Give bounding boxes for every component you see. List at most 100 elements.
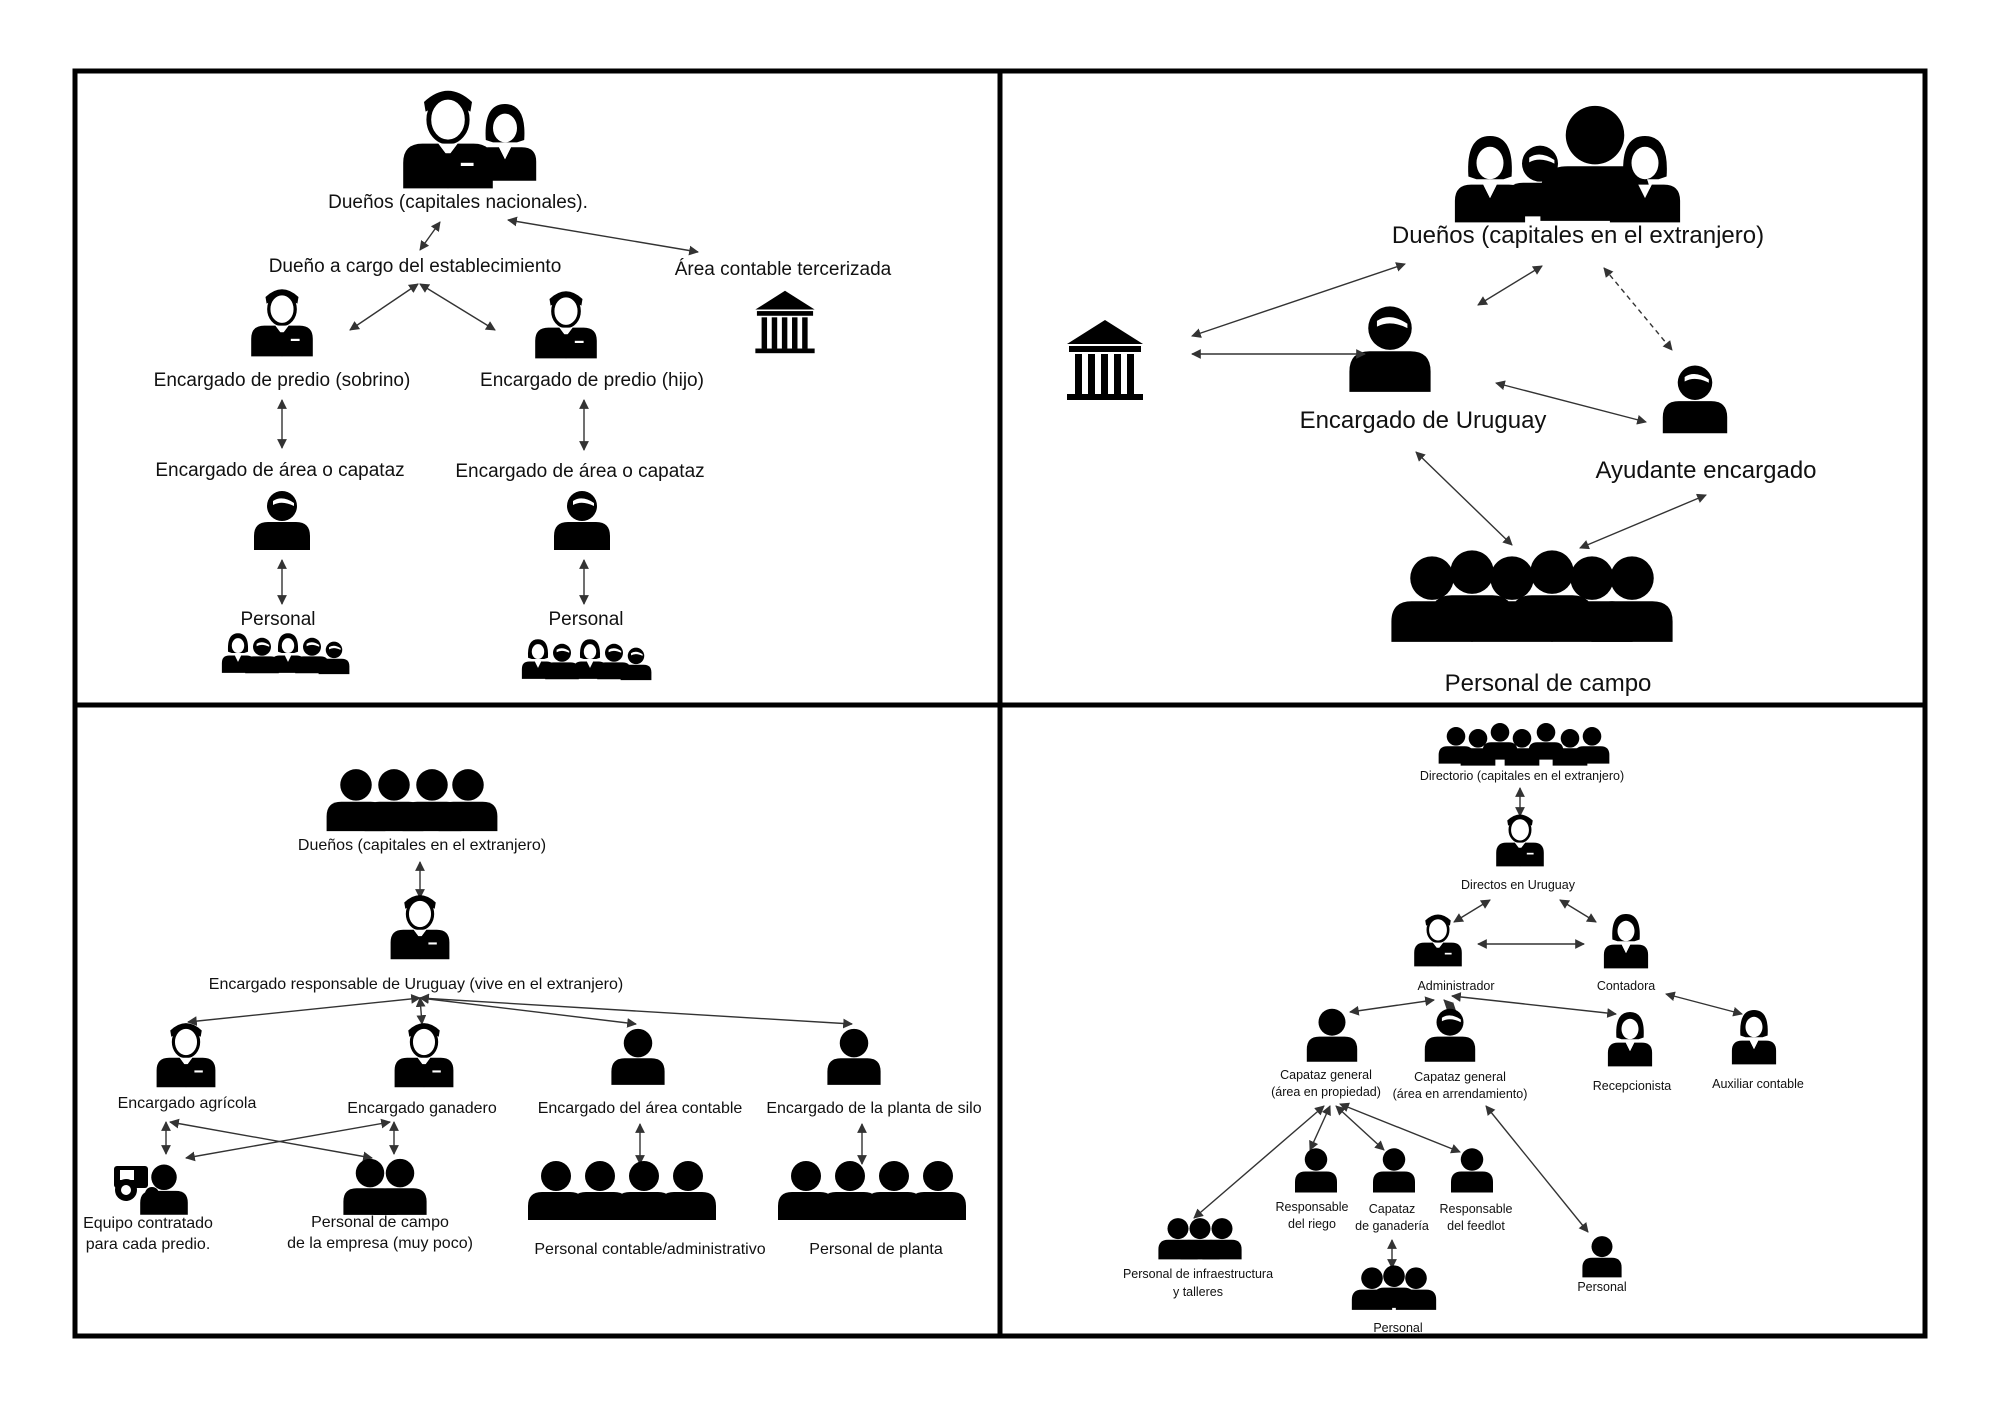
br-directors-icon bbox=[1494, 813, 1546, 868]
bl-accounting-mgr-label: Encargado del área contable bbox=[538, 1100, 743, 1117]
tr-field-staff-icon bbox=[1391, 550, 1673, 642]
br-arrow-directors-accountant bbox=[1559, 899, 1597, 923]
tl-foreman-right-icon bbox=[554, 491, 610, 550]
tl-arrow-owners-accounting bbox=[507, 216, 699, 256]
tr-arrow-manager-owners bbox=[1477, 265, 1543, 306]
tl-owner-in-charge-label: Dueño a cargo del establecimiento bbox=[269, 256, 562, 277]
bl-accounting-staff-icon bbox=[528, 1161, 716, 1220]
br-irrigation-2: del riego bbox=[1288, 1217, 1336, 1231]
bl-arrow-livestock-contracted bbox=[185, 1118, 391, 1162]
br-staff-right-label: Personal bbox=[1577, 1280, 1626, 1294]
bl-field-line2: de la empresa (muy poco) bbox=[287, 1235, 473, 1252]
bl-field-staff-icon bbox=[343, 1158, 427, 1215]
br-infra-1: Personal de infraestructura bbox=[1123, 1267, 1273, 1281]
bl-plant-staff-label: Personal de planta bbox=[809, 1241, 943, 1258]
tr-owners-label: Dueños (capitales en el extranjero) bbox=[1392, 222, 1764, 249]
tl-staff-right-icon bbox=[521, 639, 652, 681]
bl-owners-icon bbox=[326, 769, 498, 832]
br-infra-staff-icon bbox=[1158, 1218, 1242, 1260]
bl-agri-icon bbox=[155, 1021, 217, 1089]
br-livestock-1: Capataz bbox=[1369, 1202, 1416, 1216]
tl-staff-left-icon bbox=[221, 633, 350, 675]
bl-manager-label: Encargado responsable de Uruguay (vive e… bbox=[209, 976, 623, 993]
bl-contracted-line2: para cada predio. bbox=[86, 1236, 211, 1253]
tractor-icon bbox=[114, 1164, 188, 1215]
br-infra-2: y talleres bbox=[1173, 1285, 1223, 1299]
tr-arrow-manager-assistant bbox=[1495, 380, 1647, 425]
tr-arrow-bank-owners bbox=[1191, 262, 1406, 338]
tl-arrow-incharge-son bbox=[419, 283, 496, 331]
br-irrigation-1: Responsable bbox=[1276, 1200, 1349, 1214]
tr-field-staff-label: Personal de campo bbox=[1445, 670, 1652, 697]
bl-arrow-manager-silo bbox=[419, 993, 853, 1029]
tl-accounting-label: Área contable tercerizada bbox=[675, 259, 892, 280]
br-livestock-2: de ganadería bbox=[1355, 1219, 1429, 1233]
owners-icon bbox=[403, 91, 537, 189]
br-foreman-leased-icon bbox=[1424, 1008, 1476, 1062]
bl-silo-mgr-label: Encargado de la planta de silo bbox=[766, 1100, 981, 1117]
br-assistant-acc-icon bbox=[1731, 1010, 1777, 1065]
tl-staff-left-label: Personal bbox=[241, 609, 316, 630]
tr-bank-icon bbox=[1067, 320, 1143, 400]
br-foreman-owned-1: Capataz general bbox=[1280, 1068, 1372, 1082]
bl-arrow-manager-livestock bbox=[415, 997, 427, 1025]
br-feedlot-1: Responsable bbox=[1440, 1202, 1513, 1216]
br-admin-label: Administrador bbox=[1417, 979, 1494, 993]
br-arrow-owned-feedlot bbox=[1339, 1102, 1461, 1154]
panel-top-left: Dueños (capitales nacionales). Dueño a c… bbox=[154, 91, 892, 681]
br-staff-center-label: Personal bbox=[1373, 1321, 1422, 1335]
bl-field-line1: Personal de campo bbox=[311, 1214, 449, 1231]
panel-top-right: Dueños (capitales en el extranjero) Enca… bbox=[1067, 105, 1817, 697]
tr-manager-label: Encargado de Uruguay bbox=[1300, 407, 1547, 434]
br-receptionist-icon bbox=[1607, 1012, 1653, 1067]
tl-staff-right-label: Personal bbox=[549, 609, 624, 630]
nephew-icon bbox=[249, 287, 315, 359]
br-accountant-label: Contadora bbox=[1597, 979, 1655, 993]
tr-arrow-manager-field bbox=[1415, 451, 1513, 546]
br-receptionist-label: Recepcionista bbox=[1593, 1079, 1672, 1093]
bl-manager-icon bbox=[389, 893, 451, 961]
tl-nephew-label: Encargado de predio (sobrino) bbox=[154, 370, 411, 391]
bl-accounting-mgr-icon bbox=[611, 1028, 665, 1085]
tl-arrow-incharge-nephew bbox=[349, 283, 419, 331]
br-feedlot-2: del feedlot bbox=[1447, 1219, 1505, 1233]
br-staff-right-icon bbox=[1582, 1236, 1622, 1278]
son-icon bbox=[533, 289, 599, 361]
tr-arrow-assistant-field bbox=[1579, 493, 1707, 550]
tr-arrow-owners-assistant bbox=[1603, 267, 1673, 351]
br-feedlot-icon bbox=[1451, 1148, 1493, 1193]
br-foreman-owned-2: (área en propiedad) bbox=[1271, 1085, 1381, 1099]
tr-assistant-label: Ayudante encargado bbox=[1595, 457, 1816, 484]
bl-arrow-agri-field bbox=[169, 1118, 373, 1162]
br-foreman-owned-icon bbox=[1306, 1008, 1358, 1062]
bl-silo-mgr-icon bbox=[827, 1028, 881, 1085]
tr-assistant-icon bbox=[1662, 365, 1728, 434]
bl-plant-staff-icon bbox=[778, 1161, 966, 1220]
bl-livestock-label: Encargado ganadero bbox=[347, 1100, 497, 1117]
bl-contracted-line1: Equipo contratado bbox=[83, 1215, 213, 1232]
tl-foreman-left-icon bbox=[254, 491, 310, 550]
br-board-label: Directorio (capitales en el extranjero) bbox=[1420, 769, 1624, 783]
bl-owners-label: Dueños (capitales en el extranjero) bbox=[298, 837, 546, 854]
bl-livestock-icon bbox=[393, 1021, 455, 1089]
br-assistant-acc-label: Auxiliar contable bbox=[1712, 1077, 1804, 1091]
br-arrow-admin-foreman-owned bbox=[1349, 996, 1435, 1016]
tl-foreman-right-label: Encargado de área o capataz bbox=[455, 461, 704, 482]
bl-arrow-manager-accounting bbox=[419, 994, 637, 1028]
panel-bottom-right: Directorio (capitales en el extranjero) … bbox=[1123, 723, 1804, 1335]
tl-owners-label: Dueños (capitales nacionales). bbox=[328, 192, 588, 213]
tl-son-label: Encargado de predio (hijo) bbox=[480, 370, 704, 391]
br-foreman-leased-1: Capataz general bbox=[1414, 1070, 1506, 1084]
br-irrigation-icon bbox=[1295, 1148, 1337, 1193]
br-accountant-icon bbox=[1603, 914, 1649, 969]
br-directors-label: Directos en Uruguay bbox=[1461, 878, 1576, 892]
tl-foreman-left-label: Encargado de área o capataz bbox=[155, 460, 404, 481]
tl-arrow-owners-incharge bbox=[419, 221, 441, 251]
br-foreman-leased-2: (área en arrendamiento) bbox=[1393, 1087, 1528, 1101]
br-staff-center-icon bbox=[1351, 1265, 1437, 1310]
bl-accounting-staff-label: Personal contable/administrativo bbox=[534, 1241, 765, 1258]
br-arrow-directors-admin bbox=[1453, 899, 1491, 923]
br-board-icon bbox=[1438, 723, 1610, 766]
bl-arrow-manager-agri bbox=[187, 994, 421, 1026]
